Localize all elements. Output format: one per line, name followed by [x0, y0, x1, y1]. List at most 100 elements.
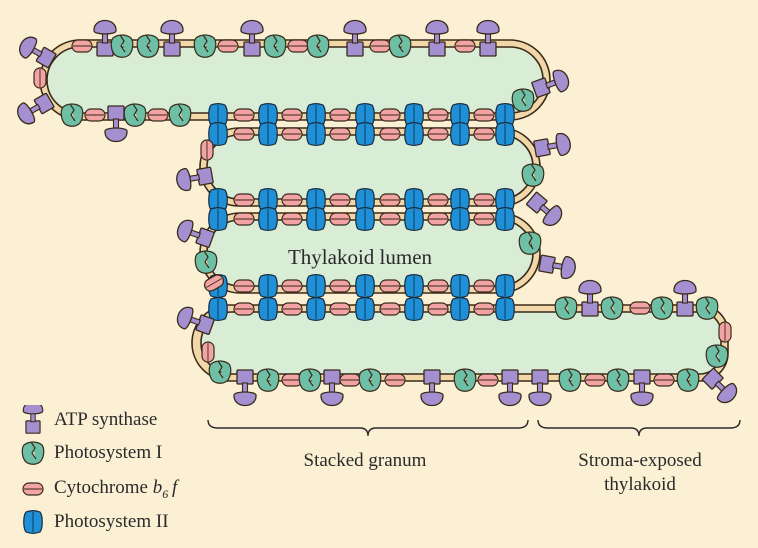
photosystem-2-icon [306, 206, 326, 232]
legend-label-photosystem-1: Photosystem I [54, 442, 163, 463]
cytochrome-icon [329, 108, 351, 122]
cytochrome-icon [281, 212, 303, 226]
atp-synthase-icon [240, 19, 264, 57]
legend-cytochrome: Cytochrome b6 f [18, 474, 177, 504]
photosystem-2-icon [258, 121, 278, 147]
stacked-granum-brace [207, 419, 529, 437]
photosystem-2-icon [404, 296, 424, 322]
cytochrome-icon [71, 39, 93, 53]
cytochrome-icon [473, 302, 495, 316]
photosystem-2-icon [355, 121, 375, 147]
cytochrome-icon [369, 39, 391, 53]
region-braces [207, 419, 741, 437]
cytochrome-icon [233, 193, 255, 207]
cytochrome-icon [329, 279, 351, 293]
stroma-exposed-label: Stroma-exposed thylakoid [545, 449, 735, 497]
atp-synthase-icon [320, 369, 344, 407]
photosystem-2-icon [495, 296, 515, 322]
atp-synthase-icon [425, 19, 449, 57]
cytochrome-icon [233, 127, 255, 141]
cytochrome-icon [427, 108, 449, 122]
cytochrome-icon [379, 279, 401, 293]
photosystem-1-icon [21, 441, 45, 465]
cytochrome-icon [217, 39, 239, 53]
stroma-exposed-line1: Stroma-exposed [578, 450, 702, 471]
stacked-granum-label: Stacked granum [303, 450, 427, 471]
cytochrome-icon [281, 193, 303, 207]
cytochrome-icon [22, 482, 44, 496]
photosystem-2-icon [306, 296, 326, 322]
cytochrome-icon [281, 108, 303, 122]
cytochrome-icon [33, 67, 47, 89]
cytochrome-icon [379, 193, 401, 207]
atp-synthase-icon [537, 251, 578, 281]
cytochrome-icon [629, 301, 651, 315]
cytochrome-icon [379, 302, 401, 316]
atp-synthase-icon [22, 405, 44, 434]
stroma-exposed-line2: thylakoid [604, 474, 676, 495]
atp-synthase-icon [532, 131, 573, 161]
cytochrome-icon [427, 127, 449, 141]
cytochrome-icon [473, 212, 495, 226]
cytochrome-icon [653, 373, 675, 387]
cytochrome-icon [281, 127, 303, 141]
legend-label-photosystem-2: Photosystem II [54, 511, 169, 532]
cytochrome-icon [379, 127, 401, 141]
photosystem-2-icon [404, 206, 424, 232]
atp-synthase-icon [528, 369, 552, 407]
cytochrome-icon [477, 373, 499, 387]
thylakoid-lumen-label: Thylakoid lumen [287, 245, 433, 269]
photosystem-2-icon [306, 121, 326, 147]
photosystem-2-icon [306, 273, 326, 299]
cytochrome-icon [379, 212, 401, 226]
cytochrome-icon [233, 279, 255, 293]
cytochrome-icon [473, 279, 495, 293]
cytochrome-icon [384, 373, 406, 387]
photosystem-2-icon [450, 206, 470, 232]
cytochrome-icon [201, 341, 215, 363]
photosystem-2-icon [355, 296, 375, 322]
photosystem-2-icon [258, 273, 278, 299]
atp-synthase-icon [523, 189, 567, 231]
photosystem-2-icon [208, 206, 228, 232]
cytochrome-icon [454, 39, 476, 53]
atp-synthase-icon [104, 105, 128, 143]
cytochrome-icon [427, 302, 449, 316]
photosystem-2-icon [23, 509, 43, 535]
atp-synthase-icon [420, 369, 444, 407]
photosystem-2-icon [404, 121, 424, 147]
cytochrome-icon [147, 108, 169, 122]
legend-atp-synthase: ATP synthase [18, 405, 157, 435]
stroma-exposed-brace [537, 419, 741, 437]
atp-synthase-icon [476, 19, 500, 57]
atp-synthase-icon [630, 369, 654, 407]
photosystem-2-icon [450, 296, 470, 322]
atp-synthase-icon [233, 369, 257, 407]
cytochrome-icon [473, 108, 495, 122]
cytochrome-icon [379, 108, 401, 122]
cytochrome-icon [329, 127, 351, 141]
atp-synthase-icon [343, 19, 367, 57]
cytochrome-icon [329, 302, 351, 316]
legend-photosystem-1: Photosystem I [18, 438, 162, 468]
cytochrome-icon [329, 212, 351, 226]
legend-label-atp-synthase: ATP synthase [54, 409, 158, 430]
photosystem-2-icon [404, 273, 424, 299]
cytochrome-icon [427, 212, 449, 226]
cytochrome-icon [233, 108, 255, 122]
cytochrome-icon [584, 373, 606, 387]
photosystem-2-icon [495, 206, 515, 232]
cytochrome-icon [329, 193, 351, 207]
cytochrome-icon [281, 279, 303, 293]
cytochrome-icon [473, 193, 495, 207]
legend-label-cytochrome: Cytochrome b6 f [54, 476, 178, 501]
cytochrome-icon [339, 373, 361, 387]
atp-synthase-icon [498, 369, 522, 407]
cytochrome-icon [718, 321, 732, 343]
cytochrome-icon [233, 212, 255, 226]
photosystem-2-icon [495, 273, 515, 299]
cytochrome-icon [427, 279, 449, 293]
photosystem-2-icon [208, 296, 228, 322]
